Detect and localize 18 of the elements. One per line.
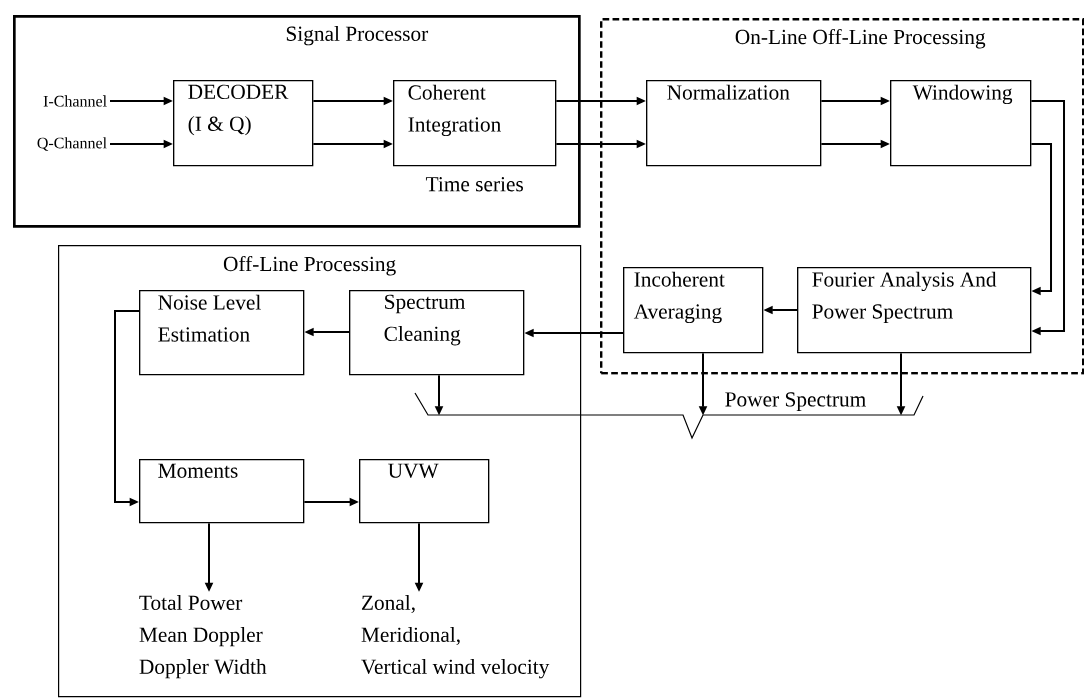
input-label: Q-Channel [37, 137, 107, 151]
arrow [1030, 100, 1065, 336]
arrow [1030, 143, 1052, 296]
process-box: Windowing [890, 80, 1032, 167]
process-box: Coherent Integration Time series [393, 80, 557, 192]
process-box: Fourier Analysis And Power Spectrum [797, 267, 1032, 354]
node-label: Time series [425, 177, 523, 192]
process-box: Normalization [646, 80, 822, 167]
process-box: Moments [139, 459, 305, 524]
output-list: Total Power Mean Doppler Doppler Width [139, 594, 267, 679]
process-box: UVW [359, 459, 490, 524]
bracket: Power Spectrum [414, 392, 924, 440]
output-list: Zonal, Meridional, Vertical wind velocity [361, 594, 550, 679]
process-box: Noise Level Estimation [139, 290, 305, 376]
process-box: DECODER (I & Q) [173, 80, 314, 167]
process-box: Spectrum Cleaning [349, 290, 525, 376]
process-box: Incoherent Averaging [623, 267, 764, 354]
input-label: I-Channel [43, 95, 107, 107]
